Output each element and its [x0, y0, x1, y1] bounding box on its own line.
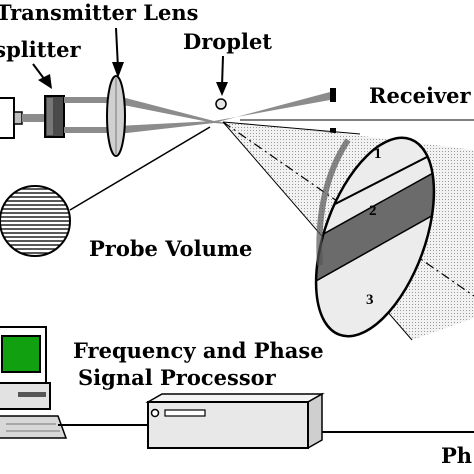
receiver-label: Receiver	[369, 83, 472, 108]
processor-label-line2: Signal Processor	[78, 365, 277, 390]
transmitter-lens-label: Transmitter Lens	[0, 0, 198, 25]
computer-screen	[1, 335, 41, 373]
computer	[0, 326, 68, 439]
detector-2-label: 2	[369, 203, 377, 219]
transmitter-lens-arrow	[112, 27, 124, 78]
signal-processor	[145, 392, 325, 450]
droplet-label: Droplet	[183, 29, 272, 54]
parallel-beams	[64, 97, 112, 133]
probe-volume-label: Probe Volume	[89, 236, 252, 261]
stripe-band	[300, 158, 458, 290]
phase-label: Ph	[441, 443, 472, 468]
source-beam	[22, 114, 46, 122]
probe-volume-inset	[0, 126, 211, 257]
beam-splitter	[44, 95, 65, 138]
detector-3-label: 3	[366, 292, 374, 308]
beam-splitter-arrow	[32, 63, 52, 89]
converging-beams	[118, 96, 214, 134]
laser-source	[0, 97, 23, 139]
transmitter-lens	[106, 75, 126, 157]
detector-1-label: 1	[374, 146, 382, 162]
processor-label-line1: Frequency and Phase	[73, 338, 324, 363]
droplet	[215, 98, 227, 110]
beam-splitter-label: Beam splitter	[0, 37, 81, 62]
droplet-arrow	[216, 55, 228, 96]
